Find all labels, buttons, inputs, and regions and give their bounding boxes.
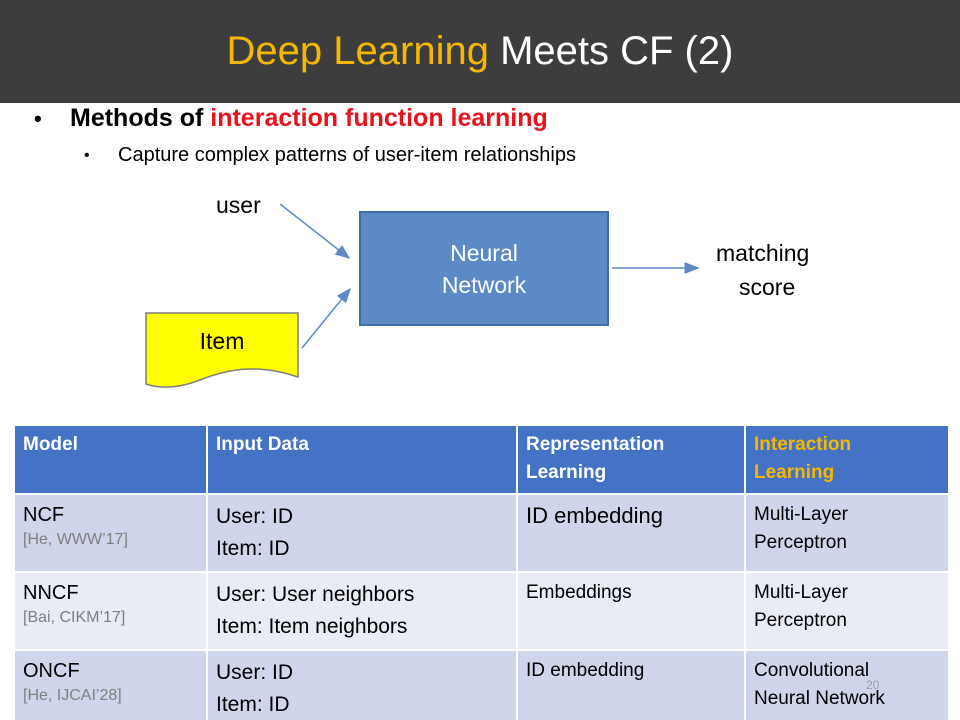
item-document-shape xyxy=(145,312,299,388)
cell-input: User: User neighbors Item: Item neighbor… xyxy=(206,571,518,651)
nn-label-line2: Network xyxy=(441,271,527,298)
input-item: Item: Item neighbors xyxy=(216,615,408,638)
model-name: NCF xyxy=(23,504,65,526)
user-label: user xyxy=(216,192,261,218)
rep-text: ID embedding xyxy=(526,660,645,681)
inter-line1: Convolutional xyxy=(754,660,870,681)
slide-title: Deep Learning Meets CF (2) xyxy=(227,29,734,74)
title-bar: Deep Learning Meets CF (2) xyxy=(0,0,960,103)
header-inter-line1: Interaction xyxy=(754,434,852,455)
header-model: Model xyxy=(13,424,208,495)
bullet-dot-icon: • xyxy=(34,105,42,131)
inter-line2: Perceptron xyxy=(754,610,847,631)
page-number: 20 xyxy=(866,678,880,692)
header-model-text: Model xyxy=(23,434,78,455)
model-ref: [He, WWW’17] xyxy=(23,531,128,548)
inter-line2: Neural Network xyxy=(754,688,885,709)
cell-input: User: ID Item: ID xyxy=(206,649,518,720)
cell-representation: ID embedding xyxy=(516,649,746,720)
model-ref: [He, IJCAI’28] xyxy=(23,687,122,704)
bullet-sub: • Capture complex patterns of user-item … xyxy=(84,144,576,167)
cell-interaction: Convolutional Neural Network xyxy=(744,649,950,720)
output-label-line1: matching xyxy=(716,240,810,266)
bullet-main: • Methods of interaction function learni… xyxy=(34,104,548,133)
output-label-line2: score xyxy=(739,274,796,300)
diagram-shapes xyxy=(145,203,700,388)
model-name: ONCF xyxy=(23,660,80,682)
input-user: User: ID xyxy=(216,505,294,528)
model-name: NNCF xyxy=(23,582,79,604)
cell-representation: Embeddings xyxy=(516,571,746,651)
user-arrow xyxy=(279,203,351,259)
bullet-main-highlight: interaction function learning xyxy=(210,104,548,132)
header-input-text: Input Data xyxy=(216,434,309,455)
cell-interaction: Multi-Layer Perceptron xyxy=(744,571,950,651)
cell-model: NCF [He, WWW’17] xyxy=(13,493,208,573)
input-item: Item: ID xyxy=(216,537,290,560)
table-row: NCF [He, WWW’17] User: ID Item: ID ID em… xyxy=(13,493,950,573)
input-user: User: ID xyxy=(216,661,294,684)
input-item: Item: ID xyxy=(216,693,290,716)
header-rep-line2: Learning xyxy=(526,462,607,483)
table-row: NNCF [Bai, CIKM’17] User: User neighbors… xyxy=(13,571,950,651)
rep-text: Embeddings xyxy=(526,582,632,603)
bullet-sub-text: Capture complex patterns of user-item re… xyxy=(118,144,576,166)
model-ref: [Bai, CIKM’17] xyxy=(23,609,126,626)
item-label: Item xyxy=(199,328,245,354)
cell-model: NNCF [Bai, CIKM’17] xyxy=(13,571,208,651)
nn-label-line1: Neural xyxy=(450,239,518,266)
neural-network-box: Neural Network xyxy=(359,211,609,326)
table-row: ONCF [He, IJCAI’28] User: ID Item: ID ID… xyxy=(13,649,950,720)
header-input: Input Data xyxy=(206,424,518,495)
header-rep-line1: Representation xyxy=(526,434,665,455)
cell-representation: ID embedding xyxy=(516,493,746,573)
bullet-sub-dot-icon: • xyxy=(84,146,90,164)
title-rest: Meets CF (2) xyxy=(488,29,734,73)
input-user: User: User neighbors xyxy=(216,583,415,606)
rep-text: ID embedding xyxy=(526,503,663,528)
item-arrow xyxy=(301,287,351,349)
inter-line1: Multi-Layer xyxy=(754,582,848,603)
inter-line2: Perceptron xyxy=(754,532,847,553)
cell-interaction: Multi-Layer Perceptron xyxy=(744,493,950,573)
bullet-main-prefix: Methods of xyxy=(70,104,211,132)
title-highlight: Deep Learning xyxy=(226,29,489,73)
cell-input: User: ID Item: ID xyxy=(206,493,518,573)
inter-line1: Multi-Layer xyxy=(754,504,848,525)
cell-model: ONCF [He, IJCAI’28] xyxy=(13,649,208,720)
header-inter-line2: Learning xyxy=(754,462,835,483)
